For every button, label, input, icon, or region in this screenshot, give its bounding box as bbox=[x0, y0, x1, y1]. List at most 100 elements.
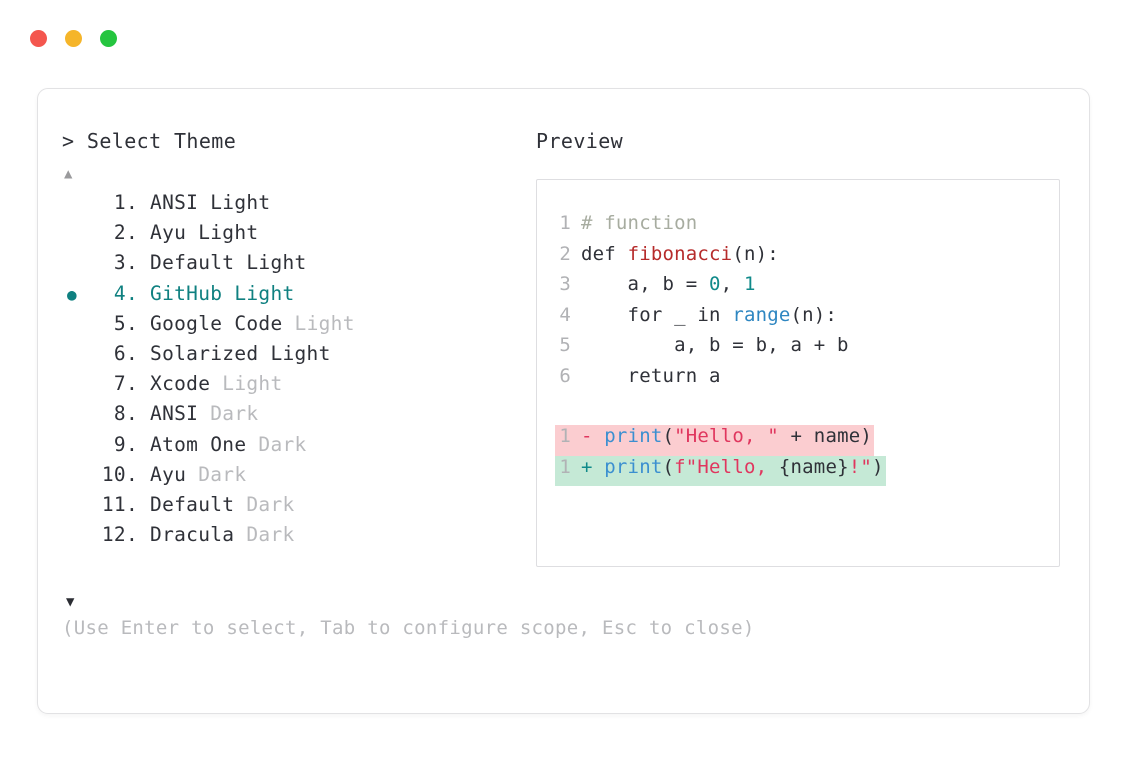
code-line: 1 # function bbox=[537, 212, 1059, 243]
code-token: return a bbox=[581, 364, 721, 387]
code-line: 5 a, b = b, a + b bbox=[537, 334, 1059, 365]
code-line-content: return a bbox=[581, 365, 721, 387]
theme-item-name: Ayu Light bbox=[138, 221, 259, 245]
window-traffic-lights bbox=[30, 30, 117, 47]
theme-item-variant: Dark bbox=[258, 432, 307, 456]
theme-list-item[interactable]: 5. Google Code Light bbox=[62, 312, 532, 342]
theme-list-item[interactable]: 6. Solarized Light bbox=[62, 342, 532, 372]
bullet-placeholder bbox=[62, 526, 92, 545]
code-token: fibonacci bbox=[627, 242, 733, 265]
line-number: 1 bbox=[559, 455, 571, 478]
bullet-placeholder bbox=[62, 436, 92, 455]
preview-panel: 1 # function 2 def fibonacci(n): 3 a, b = 0,… bbox=[536, 179, 1060, 567]
diff-line-del: 1- print("Hello, " + name) bbox=[537, 425, 1059, 456]
bullet-placeholder bbox=[62, 496, 92, 515]
theme-item-variant: Light bbox=[222, 372, 283, 396]
diff-marker: - bbox=[581, 425, 605, 447]
theme-list-item[interactable]: 12. Dracula Dark bbox=[62, 523, 532, 553]
preview-panel-wrapper: Preview 1 # function 2 def fibonacci(n): 3 a… bbox=[536, 129, 1066, 567]
diff-line-add: 1+ print(f"Hello, {name}!") bbox=[537, 455, 1059, 486]
code-line: 4 for _ in range(n): bbox=[537, 304, 1059, 335]
code-line: 3 a, b = 0, 1 bbox=[537, 273, 1059, 304]
scroll-up-arrow-icon[interactable]: ▲ bbox=[64, 166, 73, 182]
theme-list-item[interactable]: 2. Ayu Light bbox=[62, 221, 532, 251]
maximize-button[interactable] bbox=[100, 30, 117, 47]
code-token: ( bbox=[662, 455, 675, 478]
theme-selector-panel: > Select Theme ▲ 1. ANSI Light 2. Ayu Li… bbox=[62, 129, 532, 553]
code-token: ( bbox=[662, 425, 675, 447]
theme-list-item[interactable]: 9. Atom One Dark bbox=[62, 433, 532, 463]
theme-item-number: 11. bbox=[101, 492, 138, 516]
code-line: 6 return a bbox=[537, 365, 1059, 396]
theme-item-name: Ayu bbox=[138, 462, 199, 486]
code-line: 2 def fibonacci(n): bbox=[537, 243, 1059, 274]
code-token: range bbox=[732, 303, 791, 326]
bullet-placeholder bbox=[62, 375, 92, 394]
line-number: 2 bbox=[559, 242, 571, 265]
preview-label: Preview bbox=[536, 129, 624, 153]
theme-item-number: 10. bbox=[101, 462, 138, 486]
code-token: "Hello, " bbox=[674, 425, 779, 447]
diff-marker: + bbox=[581, 455, 605, 478]
theme-item-variant: Dark bbox=[246, 492, 295, 516]
bullet-placeholder bbox=[62, 224, 92, 243]
theme-item-variant: Dark bbox=[198, 462, 247, 486]
prompt-label: > Select Theme bbox=[62, 129, 237, 153]
theme-list-item[interactable]: 3. Default Light bbox=[62, 251, 532, 281]
code-line-content: # function bbox=[581, 212, 697, 234]
code-token: ) bbox=[872, 455, 884, 478]
minimize-button[interactable] bbox=[65, 30, 82, 47]
theme-item-number: 2. bbox=[101, 221, 138, 245]
code-token: print bbox=[604, 425, 663, 447]
code-line-content: def fibonacci(n): bbox=[581, 243, 779, 265]
theme-item-name: ANSI Light bbox=[138, 191, 271, 214]
code-token: , bbox=[720, 273, 744, 295]
theme-item-variant: Light bbox=[294, 311, 355, 335]
theme-item-variant: Dark bbox=[246, 523, 295, 547]
line-number: 4 bbox=[559, 303, 571, 326]
theme-item-number: 12. bbox=[101, 523, 138, 547]
keyboard-hint: (Use Enter to select, Tab to configure s… bbox=[62, 617, 755, 639]
theme-list-item[interactable]: 11. Default Dark bbox=[62, 493, 532, 523]
theme-list-item[interactable]: 1. ANSI Light bbox=[62, 191, 532, 221]
code-token: a, b = bbox=[581, 273, 710, 295]
theme-list-item[interactable]: ● 4. GitHub Light bbox=[62, 282, 532, 312]
code-token: 0 bbox=[709, 273, 721, 295]
code-token: f"Hello, bbox=[674, 455, 779, 478]
code-token: (n): bbox=[790, 303, 838, 326]
line-number: 5 bbox=[559, 334, 571, 356]
code-token: 1 bbox=[743, 273, 756, 295]
close-button[interactable] bbox=[30, 30, 47, 47]
code-token: + name) bbox=[778, 425, 873, 447]
theme-list-item[interactable]: 7. Xcode Light bbox=[62, 372, 532, 402]
theme-item-number: 1. bbox=[101, 191, 138, 214]
theme-item-variant: Dark bbox=[210, 402, 259, 426]
theme-item-name: Dracula bbox=[138, 523, 247, 547]
bullet-placeholder bbox=[62, 405, 92, 424]
bullet-placeholder bbox=[62, 194, 92, 213]
theme-item-name: Xcode bbox=[138, 372, 223, 396]
line-number: 1 bbox=[559, 212, 571, 234]
code-line-content: a, b = 0, 1 bbox=[581, 273, 756, 295]
theme-item-number: 3. bbox=[101, 251, 138, 275]
scroll-down-arrow-icon[interactable]: ▼ bbox=[66, 594, 75, 610]
diff-line-content: print("Hello, " + name) bbox=[604, 425, 872, 447]
bullet-placeholder bbox=[62, 466, 92, 485]
theme-item-number: 4. bbox=[101, 281, 138, 305]
bullet-placeholder bbox=[62, 315, 92, 334]
line-number: 3 bbox=[559, 273, 571, 295]
theme-list-item[interactable]: 10. Ayu Dark bbox=[62, 463, 532, 493]
theme-item-name: Default Light bbox=[138, 251, 307, 275]
theme-item-number: 5. bbox=[101, 311, 138, 335]
diff-highlight: 1- print("Hello, " + name) bbox=[555, 425, 875, 456]
code-token: !" bbox=[848, 455, 873, 478]
theme-item-number: 7. bbox=[101, 372, 138, 396]
line-number: 6 bbox=[559, 364, 571, 387]
theme-item-name: Default bbox=[138, 492, 247, 516]
bullet-placeholder bbox=[62, 254, 92, 273]
code-token: print bbox=[604, 455, 663, 478]
theme-list-item[interactable]: 8. ANSI Dark bbox=[62, 402, 532, 432]
theme-item-name: Atom One bbox=[138, 432, 259, 456]
theme-item-name: ANSI bbox=[138, 402, 211, 426]
diff-highlight: 1+ print(f"Hello, {name}!") bbox=[555, 455, 886, 486]
